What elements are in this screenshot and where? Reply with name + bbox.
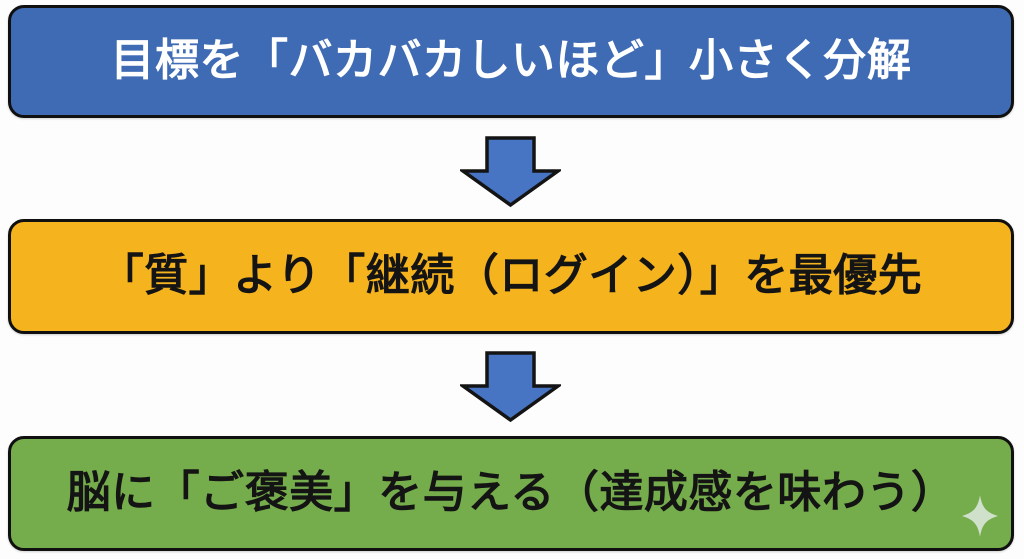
down-arrow-icon bbox=[460, 351, 561, 423]
down-arrow-icon bbox=[460, 136, 561, 208]
step-box-2: 「質」より「継続（ログイン）」を最優先 bbox=[8, 219, 1014, 334]
step-2-label: 「質」より「継続（ログイン）」を最優先 bbox=[99, 251, 923, 301]
sparkle-icon bbox=[962, 495, 998, 537]
step-box-1: 目標を「バカバカしいほど」小さく分解 bbox=[8, 5, 1014, 118]
down-arrow-shape bbox=[460, 351, 561, 423]
step-1-label: 目標を「バカバカしいほど」小さく分解 bbox=[110, 36, 912, 86]
step-box-3: 脳に「ご褒美」を与える（達成感を味わう） bbox=[8, 436, 1014, 551]
down-arrow-shape bbox=[460, 136, 561, 208]
sparkle-shape bbox=[962, 495, 998, 537]
step-3-label: 脳に「ご褒美」を与える（達成感を味わう） bbox=[66, 468, 956, 518]
